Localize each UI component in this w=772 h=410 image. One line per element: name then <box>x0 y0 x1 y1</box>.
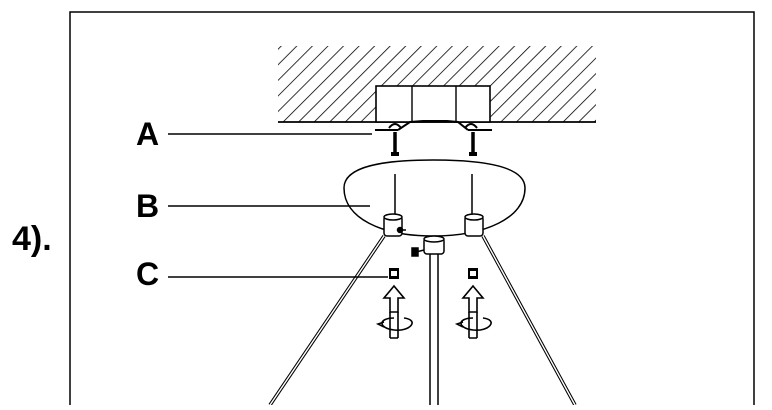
mounting-screws <box>391 132 477 156</box>
diagram-frame <box>69 11 755 405</box>
leader-lines <box>168 133 388 278</box>
callout-b: B <box>136 188 160 224</box>
center-holder <box>411 235 445 257</box>
step-label: 4). <box>12 220 52 258</box>
suspension-cables <box>268 235 577 406</box>
nuts <box>389 268 478 279</box>
rotation-symbols <box>375 312 492 339</box>
up-arrows <box>382 284 485 313</box>
callout-a: A <box>136 116 160 152</box>
junction-box <box>375 85 491 123</box>
canopy-ferrules <box>383 213 484 237</box>
canopy <box>343 159 526 237</box>
callout-c: C <box>136 256 160 292</box>
mounting-bracket <box>375 120 492 131</box>
